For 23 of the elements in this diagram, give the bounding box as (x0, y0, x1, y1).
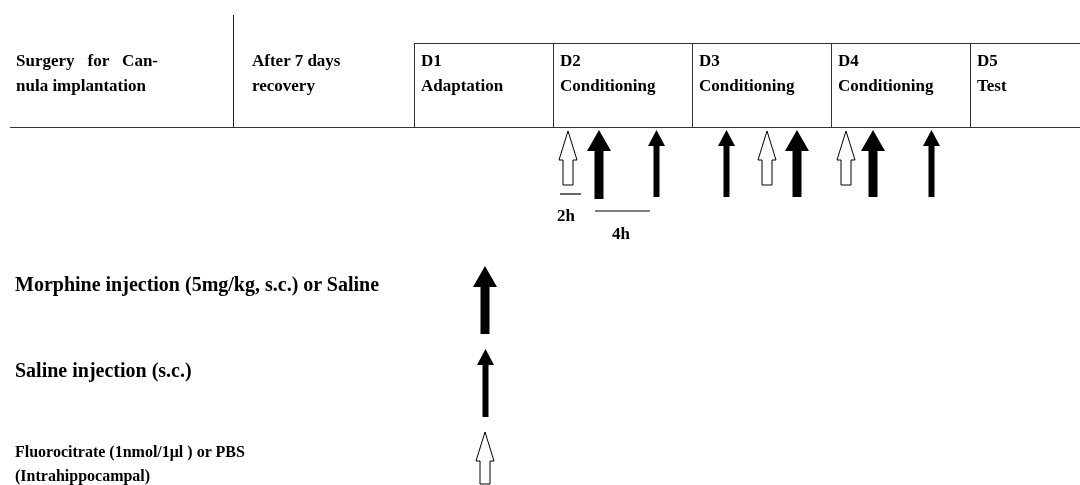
legend-text: Saline injection (s.c.) (15, 358, 193, 384)
day-label: D2 (560, 50, 581, 72)
legend-text: Morphine injection (5mg/kg, s.c.) or Saline (15, 272, 381, 298)
timeline-cell (553, 43, 693, 128)
phase-label: Conditioning (838, 75, 934, 97)
phase-label: Conditioning (560, 75, 656, 97)
timeline-segment (10, 15, 234, 128)
day-label: D5 (977, 50, 998, 72)
day-label: D1 (421, 50, 442, 72)
phase-label: Conditioning (699, 75, 795, 97)
phase-label: After 7 days recovery (252, 50, 342, 97)
phase-label: Adaptation (421, 75, 504, 97)
timeline-cell (414, 43, 554, 128)
timeline-cell (831, 43, 971, 128)
day-label: D4 (838, 50, 859, 72)
timeline-cell (970, 43, 1080, 128)
phase-label: Surgery for Can- nula implantation (16, 50, 158, 97)
duration-label: 2h (557, 205, 575, 227)
legend-text: Fluorocitrate (1nmol/1μl ) or PBS (Intrahippocampal) (15, 442, 246, 485)
day-label: D3 (699, 50, 720, 72)
duration-label: 4h (612, 223, 630, 245)
timeline-cell (692, 43, 832, 128)
phase-label: Test (977, 75, 1007, 97)
